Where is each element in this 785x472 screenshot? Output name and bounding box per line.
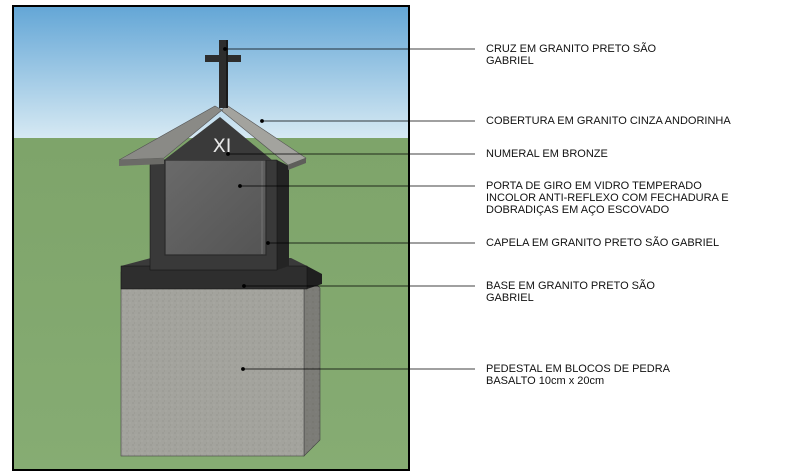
- callout-capela: CAPELA EM GRANITO PRETO SÃO GABRIEL: [486, 237, 720, 249]
- leader-dot: [223, 47, 227, 51]
- leader-dot: [226, 152, 230, 156]
- callout-cruz: CRUZ EM GRANITO PRETO SÃO GABRIEL: [486, 43, 657, 67]
- leader-dot: [266, 241, 270, 245]
- base-side: [307, 266, 322, 289]
- leader-dot: [242, 284, 246, 288]
- chapel-body: [149, 159, 289, 271]
- numeral: XI: [213, 135, 232, 157]
- roof: [118, 103, 307, 170]
- cross-horizontal: [205, 55, 241, 62]
- pedestal: [120, 271, 321, 457]
- callout-porta: PORTA DE GIRO EM VIDRO TEMPERADO INCOLOR…: [486, 180, 729, 216]
- pedestal-front: [120, 271, 305, 457]
- leader-dot: [241, 367, 245, 371]
- glass-door: [164, 159, 267, 256]
- callout-base: BASE EM GRANITO PRETO SÃO GABRIEL: [486, 280, 655, 304]
- cross-shade: [226, 40, 228, 108]
- leader-lines: [223, 47, 475, 371]
- callout-pedestal: PEDESTAL EM BLOCOS DE PEDRA BASALTO 10cm…: [486, 363, 670, 387]
- pedestal-side: [303, 271, 321, 457]
- scene-frame: [12, 5, 410, 471]
- roof-left-edge: [119, 158, 164, 166]
- callout-cobertura: COBERTURA EM GRANITO CINZA ANDORINHA: [486, 115, 731, 127]
- gable-face: [164, 117, 272, 160]
- chapel-side: [277, 160, 289, 270]
- cross: [205, 40, 241, 108]
- roof-right-edge: [288, 158, 306, 170]
- callout-numeral: NUMERAL EM BRONZE: [486, 148, 608, 160]
- leader-dot: [238, 184, 242, 188]
- cross-vertical: [219, 40, 227, 108]
- leader-dot: [260, 119, 264, 123]
